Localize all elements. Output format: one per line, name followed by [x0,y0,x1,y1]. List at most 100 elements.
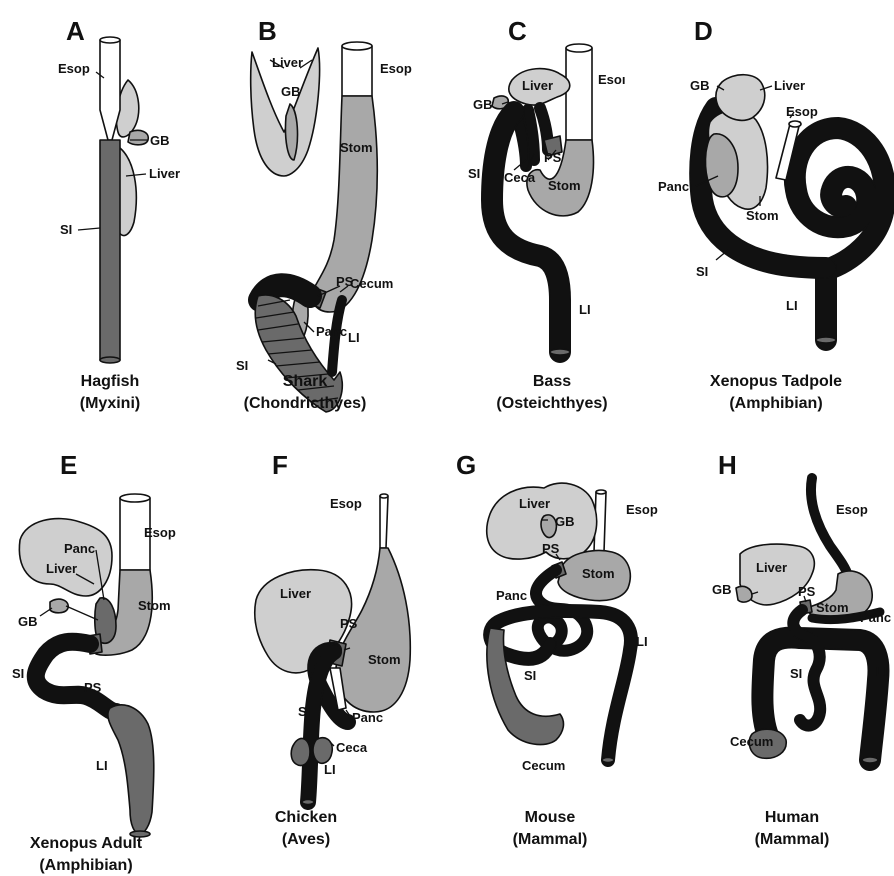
organism-name: Bass [533,373,571,390]
esophagus-fill [811,478,848,576]
leader-line [78,228,100,230]
label-esop: Esop [144,525,176,540]
label-esop: Esop [330,496,362,511]
ceca-shape [291,738,310,765]
label-esop: Esop [786,104,818,119]
label-li: LI [348,330,360,345]
label-li: LI [579,302,591,317]
label-gb: GB [555,514,575,529]
label-cecum: Cecum [522,758,565,773]
panel-f: F Esop Liver PS Stom SI Panc Ceca LI Chi… [255,450,411,848]
panel-e: E Panc Liver Esop Stom GB SI PS LI Xenop… [12,450,176,874]
label-ps: PS [340,616,358,631]
label-si: SI [468,166,480,181]
organism-group: (Mammal) [513,831,588,848]
intestine-end [302,800,314,805]
ceca-shape [313,738,332,764]
label-ps: PS [542,541,560,556]
label-ps: PS [544,150,562,165]
label-liver: Liver [522,78,553,93]
intestine-end [100,357,120,363]
esophagus-shape [566,48,592,140]
organism-group: (Mammal) [755,831,830,848]
intestine-end [602,758,614,763]
bile-duct [66,606,98,620]
label-liver: Liver [280,586,311,601]
label-si: SI [696,264,708,279]
organism-group: (Amphibian) [729,395,822,412]
organism-group: (Chondricthyes) [244,395,367,412]
organism-group: (Osteichthyes) [496,395,607,412]
label-gb: GB [18,614,38,629]
organism-group: (Aves) [282,831,330,848]
esophagus-opening [120,494,150,502]
organism-name: Xenopus Tadpole [710,373,842,390]
organism-name: Hagfish [81,373,140,390]
panel-letter: C [508,16,527,46]
esophagus-opening [566,44,592,52]
leader-line [40,608,52,616]
gallbladder-shape [50,599,68,613]
label-panc: Panc [496,588,527,603]
label-cecum: Cecum [730,734,773,749]
label-cecum: Cecum [350,276,393,291]
esophagus-opening [380,494,388,498]
panel-letter: G [456,450,476,480]
panel-letter: E [60,450,77,480]
organism-name: Chicken [275,809,337,826]
label-si: SI [12,666,24,681]
label-si: SI [790,666,802,681]
label-si: SI [298,704,310,719]
organism-group: (Myxini) [80,395,140,412]
gallbladder-shape [736,586,752,602]
label-ps: PS [84,680,102,695]
label-esop: Esop [58,61,90,76]
esophagus-opening [342,42,372,50]
label-panc: Panc [352,710,383,725]
label-panc: Panc [316,324,347,339]
label-li: LI [324,762,336,777]
panel-letter: D [694,16,713,46]
label-gb: GB [690,78,710,93]
label-esop: Esop [836,502,868,517]
label-gb: GB [281,84,301,99]
label-liver: Liver [519,496,550,511]
gallbladder-shape [285,104,297,160]
label-gb: GB [473,97,493,112]
intestine-end [862,757,878,763]
organism-name: Xenopus Adult [30,835,143,852]
intestine-end [550,349,570,355]
label-esop: Esop [380,61,412,76]
label-gb: GB [712,582,732,597]
label-si: SI [236,358,248,373]
large-intestine-shape [108,705,154,834]
label-liver: Liver [756,560,787,575]
label-li: LI [786,298,798,313]
label-stom: Stom [368,652,401,667]
label-liver: Liver [46,561,77,576]
label-esop: Esoı [598,72,625,87]
esophagus-opening [596,490,606,494]
esophagus-shape [380,496,388,548]
label-stom: Stom [746,208,779,223]
esophagus-shape [342,46,372,96]
esophagus-opening [789,121,801,127]
panel-a: A Esop GB Liver SI Hagfish (Myxini) [58,16,180,412]
label-liver: Liver [149,166,180,181]
label-si: SI [524,668,536,683]
liver-shape [19,519,112,596]
organism-name: Mouse [525,809,576,826]
panel-letter: A [66,16,85,46]
label-li: LI [636,634,648,649]
gallbladder-shape [128,130,148,144]
label-li: LI [96,758,108,773]
label-stom: Stom [340,140,373,155]
label-panc: Panc [64,541,95,556]
panel-letter: H [718,450,737,480]
liver-shape [716,75,765,121]
label-stom: Stom [816,600,849,615]
label-stom: Stom [582,566,615,581]
label-ps: PS [798,584,816,599]
panel-g: G Liver GB Esop PS Stom Panc LI SI Cecum… [456,450,658,848]
label-si: SI [60,222,72,237]
